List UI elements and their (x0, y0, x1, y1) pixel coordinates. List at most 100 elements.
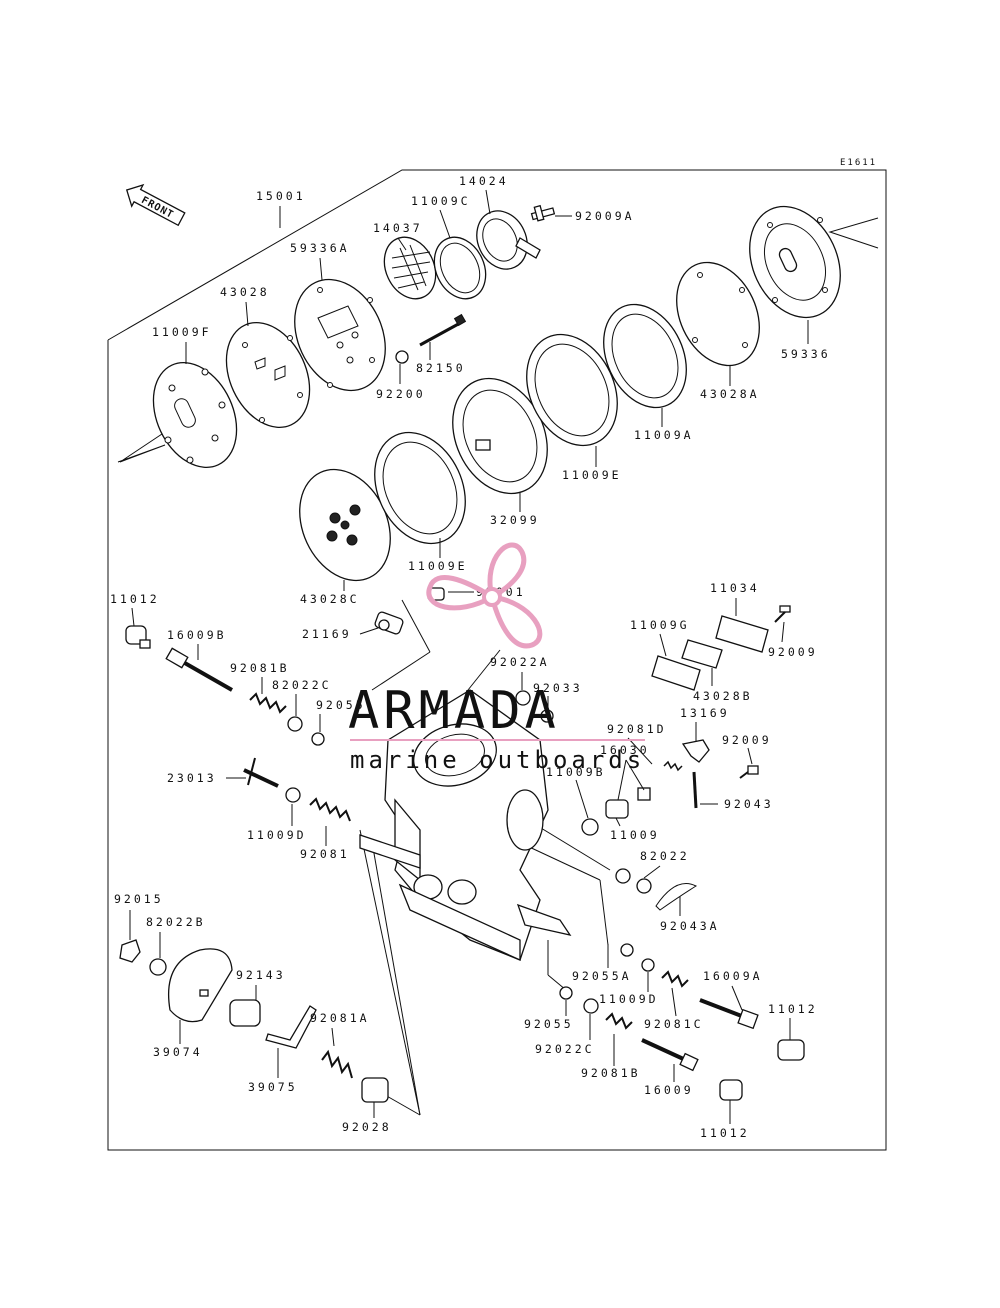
part-14024-cap (476, 210, 541, 270)
part-43028c-diaphragm (299, 468, 391, 582)
part-label: 92009 (768, 645, 818, 659)
part-92081-spring (309, 797, 351, 822)
part-39075-lever (265, 1005, 317, 1049)
part-82022b-washer (149, 958, 167, 976)
part-11009e-gasket-lower (374, 431, 466, 545)
axis-lines (117, 217, 879, 1116)
part-59336-cover (749, 205, 841, 319)
watermark-title: ARMADA (348, 681, 560, 741)
watermark-subtitle: marine outboards (350, 746, 645, 774)
part-43028a-diaphragm (676, 261, 760, 367)
part-92055-oring-lower (559, 986, 573, 1000)
part-label: 43028 (220, 285, 270, 299)
part-11012-cap-bottom (719, 1079, 743, 1101)
part-label: 92028 (342, 1120, 392, 1134)
part-label: 16009B (167, 628, 227, 642)
part-92022a-washer (515, 690, 531, 706)
part-92043a-clip (655, 883, 698, 911)
part-label: 32099 (490, 513, 540, 527)
part-43028-diaphragm (225, 321, 311, 429)
armada-watermark: ARMADA marine outboards (348, 542, 645, 774)
part-11009b-oring (581, 818, 599, 836)
part-label: 15001 (256, 189, 306, 203)
part-11009d-washer-lower (641, 958, 655, 972)
part-11009d-washer (285, 787, 301, 803)
part-label: 92055 (316, 698, 366, 712)
diagram-code: E1611 (840, 158, 877, 168)
part-label: 92043 (724, 797, 774, 811)
part-11009c-ring (433, 236, 487, 300)
part-14037-screen (383, 236, 437, 300)
part-92009-screw-top (774, 605, 791, 623)
label-leaders (129, 189, 809, 1124)
part-label: 23013 (167, 771, 217, 785)
part-label: 16009 (644, 1083, 694, 1097)
part-16009a-needle (699, 998, 759, 1030)
part-92055a-oring (620, 943, 634, 957)
part-92009a-screw (530, 204, 556, 222)
part-label: 13169 (680, 706, 730, 720)
part-11009a-gasket (603, 303, 687, 409)
part-32099-ring (452, 377, 548, 495)
part-label: 11009G (630, 618, 690, 632)
part-label: 11012 (768, 1002, 818, 1016)
part-label: 11009E (408, 559, 468, 573)
part-92022c-washer (583, 998, 599, 1014)
part-label: 11009F (152, 325, 212, 339)
part-16030-fitting (605, 787, 651, 819)
part-label: 43028C (300, 592, 360, 606)
part-92081b-spring (249, 692, 287, 714)
part-92200-nut (395, 350, 409, 364)
part-label: 11009D (247, 828, 307, 842)
part-16009-needle (641, 1038, 699, 1072)
part-82022c-washer (287, 716, 303, 732)
part-11034-plate (715, 615, 769, 653)
part-23013-lever (243, 757, 279, 788)
part-label: 92043A (660, 919, 720, 933)
part-82150-bolt (419, 313, 467, 347)
part-label: 92081B (230, 661, 290, 675)
part-label: 14037 (373, 221, 423, 235)
part-21169-fitting (374, 611, 404, 635)
part-92081d-spring (663, 760, 683, 772)
part-92028-bushing (361, 1077, 389, 1103)
part-43028b-gasket (681, 639, 723, 669)
part-label: 82022 (640, 849, 690, 863)
part-92009-screw-mid (739, 765, 759, 779)
part-label: 11009A (634, 428, 694, 442)
part-label: 16009A (703, 969, 763, 983)
part-label: 92081C (644, 1017, 704, 1031)
part-label: 92015 (114, 892, 164, 906)
part-label: 16030 (600, 743, 650, 757)
part-label: 14024 (459, 174, 509, 188)
part-92081b-spring-lower (605, 1012, 633, 1030)
part-label: 39074 (153, 1045, 203, 1059)
part-label: 92055 (524, 1017, 574, 1031)
part-label: 82022B (146, 915, 206, 929)
part-label: 92033 (533, 681, 583, 695)
part-label: 11012 (700, 1126, 750, 1140)
part-label: 92022C (535, 1042, 595, 1056)
part-92015-nut (119, 939, 141, 963)
part-92081c-spring (661, 970, 689, 988)
part-label: 82022C (272, 678, 332, 692)
part-label: 92009A (575, 209, 635, 223)
part-label: 92022A (490, 655, 550, 669)
part-92033-clip (540, 709, 554, 723)
part-label: 59336 (781, 347, 831, 361)
part-92043-pin (692, 771, 698, 809)
part-label: 43028A (700, 387, 760, 401)
part-label: 11009D (599, 992, 659, 1006)
part-11009f-plate (152, 361, 238, 469)
part-label: 82150 (416, 361, 466, 375)
part-label: 11009E (562, 468, 622, 482)
part-label: 92009 (722, 733, 772, 747)
part-92081a-spring (321, 1049, 353, 1079)
part-39074-cam (167, 948, 233, 1023)
part-labels: 15001 14024 11009C 92009A 14037 59336A 4… (110, 174, 831, 1140)
part-label: 11009 (610, 828, 660, 842)
part-label: 92081 (300, 847, 350, 861)
part-label: 92055A (572, 969, 632, 983)
part-label: 92200 (376, 387, 426, 401)
